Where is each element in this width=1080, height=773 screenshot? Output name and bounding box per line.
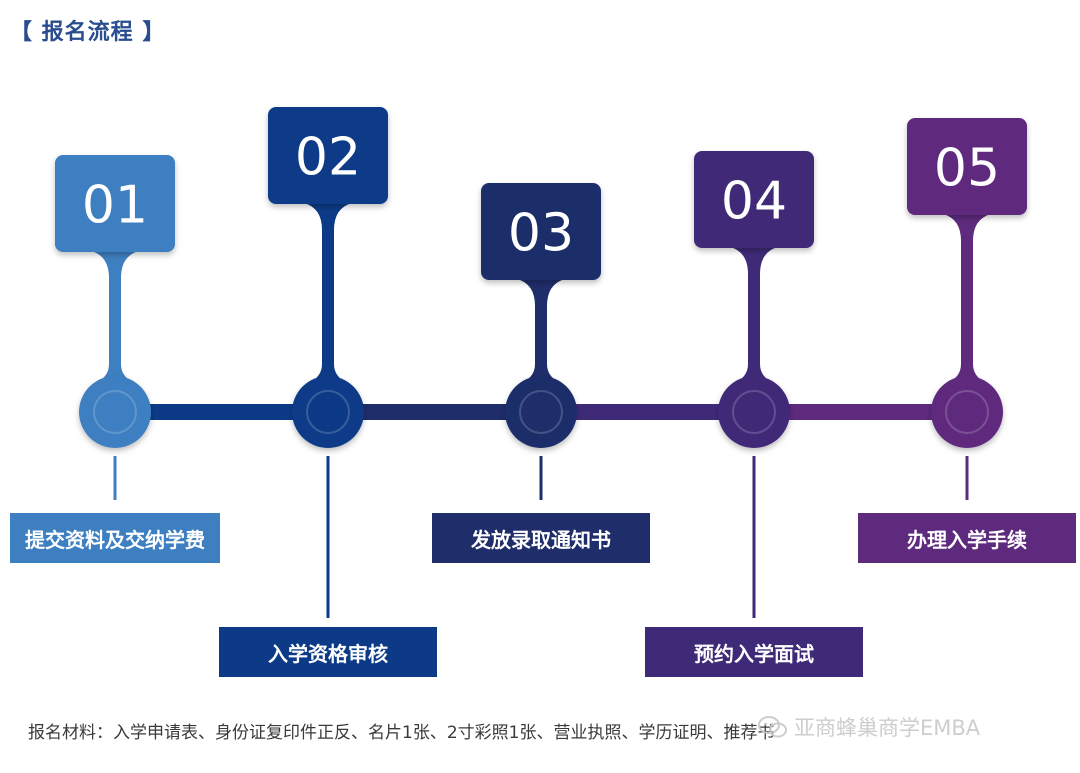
step-number: 01 xyxy=(82,176,148,236)
step-label-02: 入学资格审核 xyxy=(219,627,437,677)
timeline-node-inner xyxy=(732,390,776,434)
step-label-03: 发放录取通知书 xyxy=(432,513,650,563)
step-03: 03 xyxy=(481,183,601,500)
step-number-box xyxy=(694,151,814,248)
step-label-05: 办理入学手续 xyxy=(858,513,1076,563)
step-neck xyxy=(730,247,778,274)
step-number-box xyxy=(268,107,388,204)
timeline-node-inner xyxy=(306,390,350,434)
step-stem xyxy=(322,202,334,390)
timeline-node-inner xyxy=(945,390,989,434)
step-stem xyxy=(961,213,973,390)
step-stem xyxy=(748,246,760,390)
step-number-box xyxy=(907,118,1027,215)
step-neck xyxy=(304,203,352,230)
step-number: 03 xyxy=(508,204,574,264)
step-number-box xyxy=(55,155,175,252)
step-number-box xyxy=(481,183,601,280)
step-stem xyxy=(109,250,121,390)
timeline-node-inner xyxy=(519,390,563,434)
step-neck xyxy=(517,279,565,306)
materials-note: 报名材料：入学申请表、身份证复印件正反、名片1张、2寸彩照1张、营业执照、学历证… xyxy=(28,723,775,743)
timeline-node-inner xyxy=(93,390,137,434)
wechat-icon xyxy=(758,716,787,738)
step-number: 02 xyxy=(295,128,361,188)
page-title: 【 报名流程 】 xyxy=(10,20,166,45)
watermark: 亚商蜂巢商学EMBA xyxy=(758,712,980,742)
step-04: 04 xyxy=(694,151,814,618)
watermark-text: 亚商蜂巢商学EMBA xyxy=(794,716,981,740)
step-02: 02 xyxy=(268,107,388,618)
step-neck xyxy=(943,214,991,241)
step-number: 04 xyxy=(721,172,787,232)
step-label-04: 预约入学面试 xyxy=(645,627,863,677)
step-01: 01 xyxy=(55,155,175,500)
step-neck xyxy=(91,251,139,278)
step-label-01: 提交资料及交纳学费 xyxy=(10,513,220,563)
step-05: 05 xyxy=(907,118,1027,500)
step-number: 05 xyxy=(934,139,1000,199)
